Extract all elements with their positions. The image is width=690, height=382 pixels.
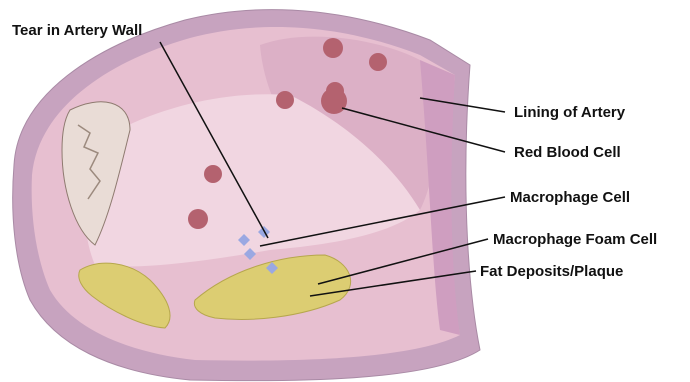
label-red-blood-cell: Red Blood Cell: [514, 144, 621, 162]
red-blood-cell: [326, 82, 344, 100]
label-tear-in-artery-wall: Tear in Artery Wall: [12, 22, 142, 40]
red-blood-cell: [323, 38, 343, 58]
red-blood-cell: [369, 53, 387, 71]
label-lining-of-artery: Lining of Artery: [514, 104, 625, 122]
red-blood-cell: [204, 165, 222, 183]
label-fat-deposits-plaque: Fat Deposits/Plaque: [480, 263, 623, 281]
label-macrophage-cell: Macrophage Cell: [510, 189, 630, 207]
red-blood-cell: [276, 91, 294, 109]
label-macrophage-foam-cell: Macrophage Foam Cell: [493, 231, 657, 249]
red-blood-cell: [188, 209, 208, 229]
